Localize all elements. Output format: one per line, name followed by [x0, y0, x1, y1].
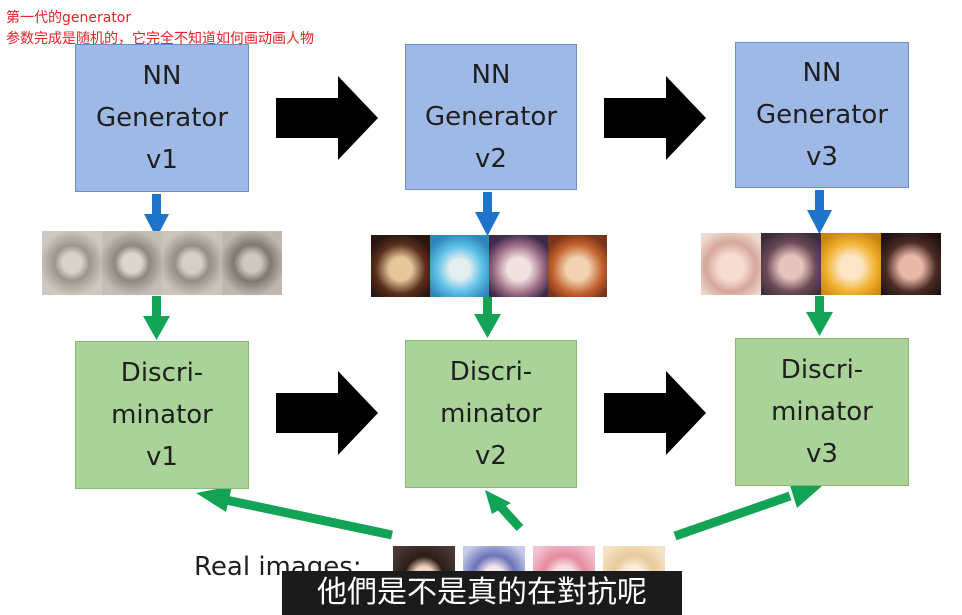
- generated-image: [489, 235, 548, 297]
- generated-image: [102, 231, 162, 295]
- green-arrow-2-shaft: [483, 296, 492, 318]
- annotation-line-1: 第一代的generator: [6, 10, 132, 26]
- generated-image: [701, 233, 761, 295]
- generated-image: [821, 233, 881, 295]
- green-arrow-real-to-v2: [496, 502, 524, 532]
- annotation-note: 第一代的generator 参数完成是随机的，它完全不知道如何画动画人物: [6, 8, 314, 50]
- generator-v2: NN Generator v2: [405, 44, 577, 190]
- green-arrow-real-to-v3-head: [789, 482, 822, 508]
- generated-image: [371, 235, 430, 297]
- generated-images-v1: [42, 231, 282, 295]
- green-arrow-1-shaft: [152, 296, 161, 320]
- discriminator-v1-label: Discri- minator v1: [111, 358, 213, 472]
- green-arrow-real-to-v3: [673, 491, 792, 541]
- discriminator-v3: Discri- minator v3: [735, 338, 909, 486]
- blue-arrow-3-head: [807, 210, 832, 234]
- blue-arrow-1-shaft: [152, 194, 161, 218]
- black-arrow-gen-1: [276, 76, 378, 160]
- generated-image: [548, 235, 607, 297]
- video-subtitle: 他們是不是真的在對抗呢: [282, 571, 682, 615]
- green-arrow-real-to-v1-head: [196, 486, 232, 512]
- generated-image: [881, 233, 941, 295]
- green-arrow-3-shaft: [815, 296, 824, 316]
- blue-arrow-2-shaft: [483, 192, 492, 216]
- generated-images-v3: [701, 233, 941, 295]
- blue-arrow-2-head: [475, 212, 500, 236]
- discriminator-v2-label: Discri- minator v2: [440, 357, 542, 471]
- green-arrow-3-head: [806, 312, 833, 336]
- black-arrow-dis-1: [276, 371, 378, 455]
- generated-image: [761, 233, 821, 295]
- black-arrow-dis-2: [604, 371, 706, 455]
- generator-v1: NN Generator v1: [75, 44, 249, 192]
- discriminator-v2: Discri- minator v2: [405, 340, 577, 488]
- generated-image: [430, 235, 489, 297]
- green-arrow-1-head: [143, 316, 170, 340]
- discriminator-v3-label: Discri- minator v3: [771, 355, 873, 469]
- blue-arrow-1-head: [144, 214, 169, 238]
- generator-v2-label: NN Generator v2: [424, 60, 558, 174]
- generated-image: [42, 231, 102, 295]
- black-arrow-gen-2: [604, 76, 706, 160]
- generator-v3-label: NN Generator v3: [755, 58, 889, 172]
- annotation-line-2: 参数完成是随机的，它完全不知道如何画动画人物: [6, 31, 314, 47]
- generator-v1-label: NN Generator v1: [95, 61, 229, 175]
- green-arrow-real-to-v2-head: [485, 490, 511, 514]
- discriminator-v1: Discri- minator v1: [75, 341, 249, 489]
- generated-image: [162, 231, 222, 295]
- generated-images-v2: [371, 235, 607, 297]
- generated-image: [222, 231, 282, 295]
- green-arrow-real-to-v1: [225, 495, 393, 540]
- blue-arrow-3-shaft: [815, 190, 824, 214]
- generator-v3: NN Generator v3: [735, 42, 909, 188]
- green-arrow-2-head: [474, 314, 501, 338]
